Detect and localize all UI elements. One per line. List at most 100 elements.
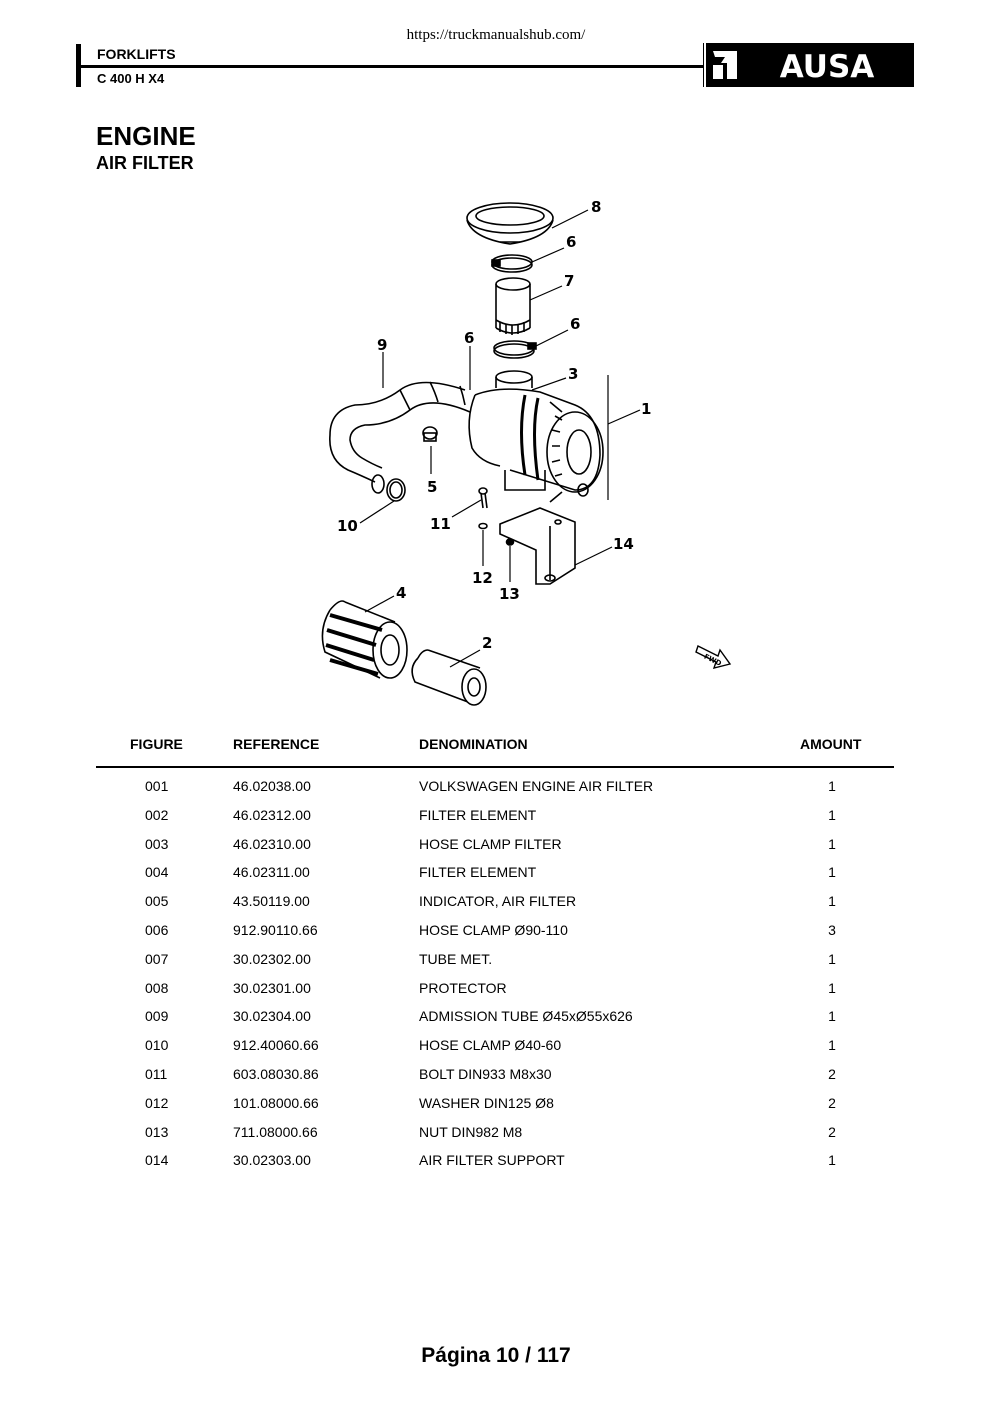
cell-denomination: TUBE MET. [419,950,493,967]
cell-denomination: NUT DIN982 M8 [419,1123,523,1140]
cell-denomination: FILTER ELEMENT [419,864,537,881]
cell-amount: 2 [828,1123,836,1140]
part-filter-element-small [411,649,487,706]
cell-amount: 1 [828,979,836,996]
table-row: 001 46.02038.00 VOLKSWAGEN ENGINE AIR FI… [0,778,992,807]
callout: 12 [472,569,493,587]
table-row: 010 912.40060.66 HOSE CLAMP Ø40-60 1 [0,1037,992,1066]
cell-reference: 46.02311.00 [233,864,310,881]
table-row: 009 30.02304.00 ADMISSION TUBE Ø45xØ55x6… [0,1008,992,1037]
cell-amount: 2 [828,1094,836,1111]
callout: 6 [464,329,474,347]
part-washer [478,522,488,530]
callout: 6 [566,233,576,251]
column-header-figure: FIGURE [130,736,183,752]
table-row: 002 46.02312.00 FILTER ELEMENT 1 [0,807,992,836]
cell-reference: 603.08030.86 [233,1065,319,1082]
fwd-arrow-icon: FWD [695,645,732,669]
cell-figure: 002 [145,806,169,823]
table-row: 004 46.02311.00 FILTER ELEMENT 1 [0,864,992,893]
cell-figure: 007 [145,950,169,967]
cell-reference: 711.08000.66 [233,1123,318,1140]
table-row: 008 30.02301.00 PROTECTOR 1 [0,980,992,1009]
cell-figure: 009 [145,1008,169,1025]
section-subtitle: AIR FILTER [96,153,194,173]
callout-labels: 8 6 7 6 9 6 3 1 5 11 10 14 12 13 4 2 [337,198,651,652]
ausa-logo-text: AUSA [780,49,875,85]
callout: 10 [337,517,358,535]
cell-amount: 1 [828,893,836,910]
table-row: 013 711.08000.66 NUT DIN982 M8 2 [0,1124,992,1153]
cell-figure: 004 [145,864,169,881]
section-title: ENGINE [96,121,196,151]
cell-amount: 1 [828,1152,836,1169]
cell-reference: 30.02304.00 [233,1008,311,1025]
cell-figure: 001 [145,778,169,794]
cell-reference: 30.02302.00 [233,950,311,967]
callout: 4 [396,584,406,602]
cell-amount: 1 [828,778,836,794]
cell-amount: 1 [828,1008,836,1025]
cell-amount: 1 [828,835,836,852]
page-number: Página 10 / 117 [421,1344,571,1367]
column-header-reference: REFERENCE [233,736,320,752]
cell-reference: 30.02303.00 [233,1152,311,1169]
cell-denomination: HOSE CLAMP FILTER [419,835,562,852]
cell-figure: 011 [145,1065,168,1082]
column-header-denomination: DENOMINATION [419,736,528,752]
cell-denomination: BOLT DIN933 M8x30 [419,1065,552,1082]
cell-amount: 1 [828,950,836,967]
cell-figure: 010 [145,1037,169,1054]
part-air-filter-housing [468,370,604,503]
callout: 3 [568,365,578,383]
callout: 5 [427,478,437,496]
cell-amount: 1 [828,864,836,881]
table-row: 011 603.08030.86 BOLT DIN933 M8x30 2 [0,1066,992,1095]
cell-reference: 46.02310.00 [233,835,311,852]
callout: 6 [570,315,580,333]
callout: 9 [377,336,387,354]
cell-denomination: WASHER DIN125 Ø8 [419,1094,554,1111]
cell-reference: 912.40060.66 [233,1037,319,1054]
callout: 2 [482,634,492,652]
header-model: C 400 H X4 [97,71,165,86]
cell-reference: 43.50119.00 [233,893,310,910]
cell-reference: 30.02301.00 [233,979,311,996]
ausa-logo: AUSA [703,43,914,87]
cell-amount: 1 [828,1037,836,1054]
part-protector [466,202,554,245]
part-air-filter-support [499,507,576,585]
callout: 1 [641,400,651,418]
cell-denomination: PROTECTOR [419,979,507,996]
cell-denomination: FILTER ELEMENT [419,806,537,823]
part-admission-tube [329,381,471,494]
cell-figure: 012 [145,1094,169,1111]
header-rule [76,65,706,68]
cell-reference: 46.02312.00 [233,806,311,823]
table-header-rule [96,766,894,768]
part-hose-clamp-top [491,254,533,273]
exploded-parts-diagram: FWD 8 6 7 6 9 6 3 1 5 11 10 14 12 13 4 2 [321,198,732,706]
callout: 14 [613,535,634,553]
source-url[interactable]: https://truckmanualshub.com/ [406,27,586,43]
table-row: 007 30.02302.00 TUBE MET. 1 [0,951,992,980]
cell-reference: 46.02038.00 [233,778,311,794]
cell-reference: 912.90110.66 [233,921,318,938]
table-row: 012 101.08000.66 WASHER DIN125 Ø8 2 [0,1095,992,1124]
parts-table-header: FIGURE REFERENCE DENOMINATION AMOUNT [0,736,992,756]
cell-figure: 008 [145,979,169,996]
cell-denomination: INDICATOR, AIR FILTER [419,893,577,910]
cell-figure: 005 [145,893,169,910]
part-hose-clamp-small [386,478,406,502]
table-row: 005 43.50119.00 INDICATOR, AIR FILTER 1 [0,893,992,922]
part-hose-clamp-mid [493,340,537,359]
cell-figure: 014 [145,1152,169,1169]
table-row: 003 46.02310.00 HOSE CLAMP FILTER 1 [0,836,992,865]
cell-amount: 3 [828,921,836,938]
cell-reference: 101.08000.66 [233,1094,319,1111]
part-indicator [422,426,438,442]
callout: 11 [430,515,451,533]
cell-figure: 006 [145,921,169,938]
callout: 13 [499,585,520,603]
part-tube-met [495,277,531,335]
